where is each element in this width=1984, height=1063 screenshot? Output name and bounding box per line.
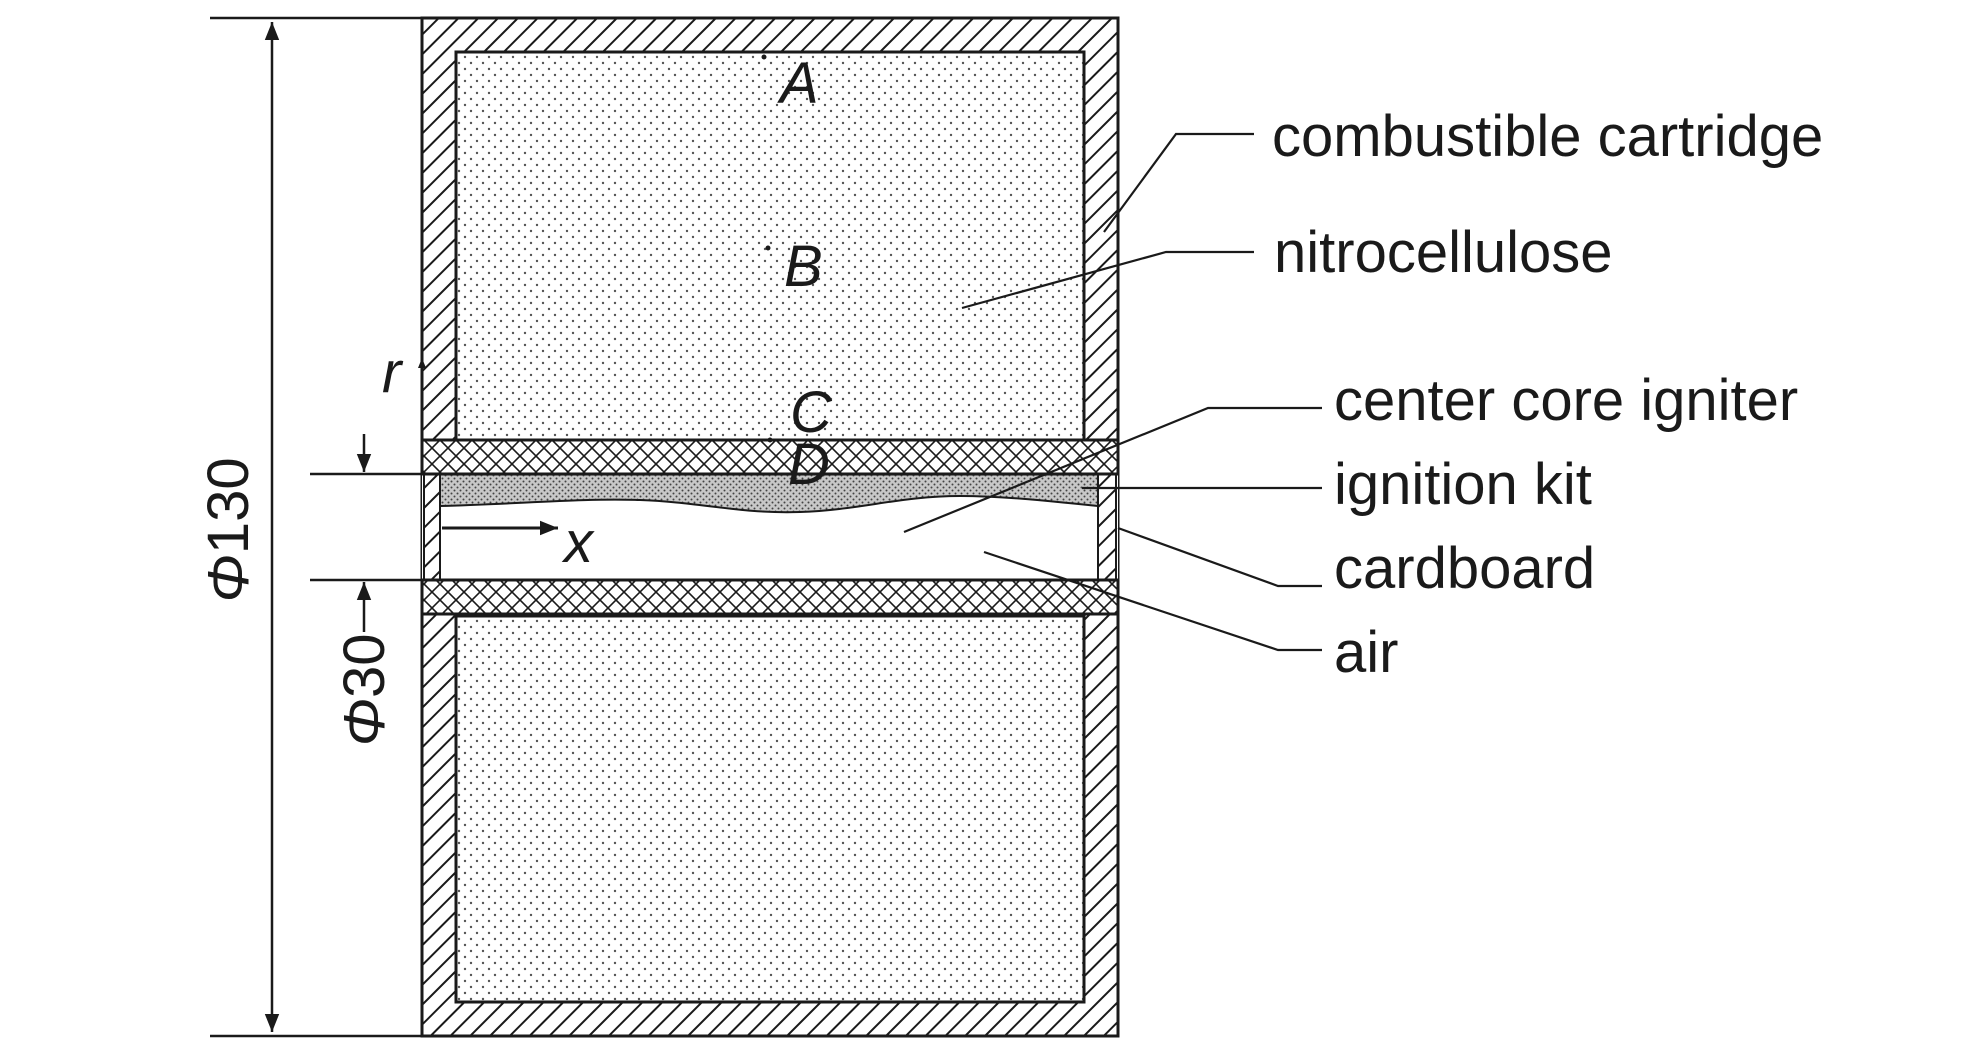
label-combustible-cartridge: combustible cartridge [1272, 104, 1823, 169]
cardboard-band-upper [420, 438, 1120, 476]
cardboard-band-lower [420, 578, 1120, 616]
leader-nitrocellulose [961, 250, 1254, 310]
label-cardboard: cardboard [1334, 536, 1595, 601]
ignition-kit [439, 473, 1099, 514]
leader-cardboard [1117, 526, 1322, 588]
nitrocellulose-lower [454, 614, 1086, 1004]
point-c: C [790, 380, 833, 445]
cardboard-right-wall [1097, 473, 1117, 581]
leader-lines [903, 132, 1322, 652]
inner-diameter-value: 30 [332, 633, 397, 698]
point-c-label: C [790, 380, 833, 445]
point-d: D [767, 432, 830, 497]
svg-text:Φ30: Φ30 [332, 633, 397, 746]
label-air: air [1334, 620, 1398, 685]
nitrocellulose-upper [454, 50, 1086, 442]
point-a-label: A [777, 51, 819, 116]
x-axis: x [442, 510, 595, 575]
outer-diameter-dimension: Φ130 [196, 16, 422, 1038]
leader-air [983, 550, 1322, 652]
svg-text:Φ130: Φ130 [196, 457, 261, 602]
leader-center-core-igniter [903, 406, 1322, 534]
point-a: A [761, 51, 819, 116]
r-axis: r [382, 340, 426, 405]
point-d-label: D [788, 432, 830, 497]
label-center-core-igniter: center core igniter [1334, 368, 1798, 433]
leader-combustible-cartridge [1103, 132, 1254, 233]
inner-diameter-dimension: Φ30 [310, 434, 422, 747]
point-b-label: B [784, 234, 823, 299]
r-axis-label: r [382, 340, 404, 405]
cardboard-left-wall [423, 473, 441, 581]
outer-diameter-symbol: Φ [196, 554, 261, 603]
point-b: B [765, 234, 823, 299]
outer-diameter-value: 130 [196, 457, 261, 554]
inner-diameter-symbol: Φ [332, 698, 397, 747]
x-axis-label: x [561, 510, 595, 575]
label-ignition-kit: ignition kit [1334, 452, 1592, 517]
label-nitrocellulose: nitrocellulose [1274, 220, 1613, 285]
